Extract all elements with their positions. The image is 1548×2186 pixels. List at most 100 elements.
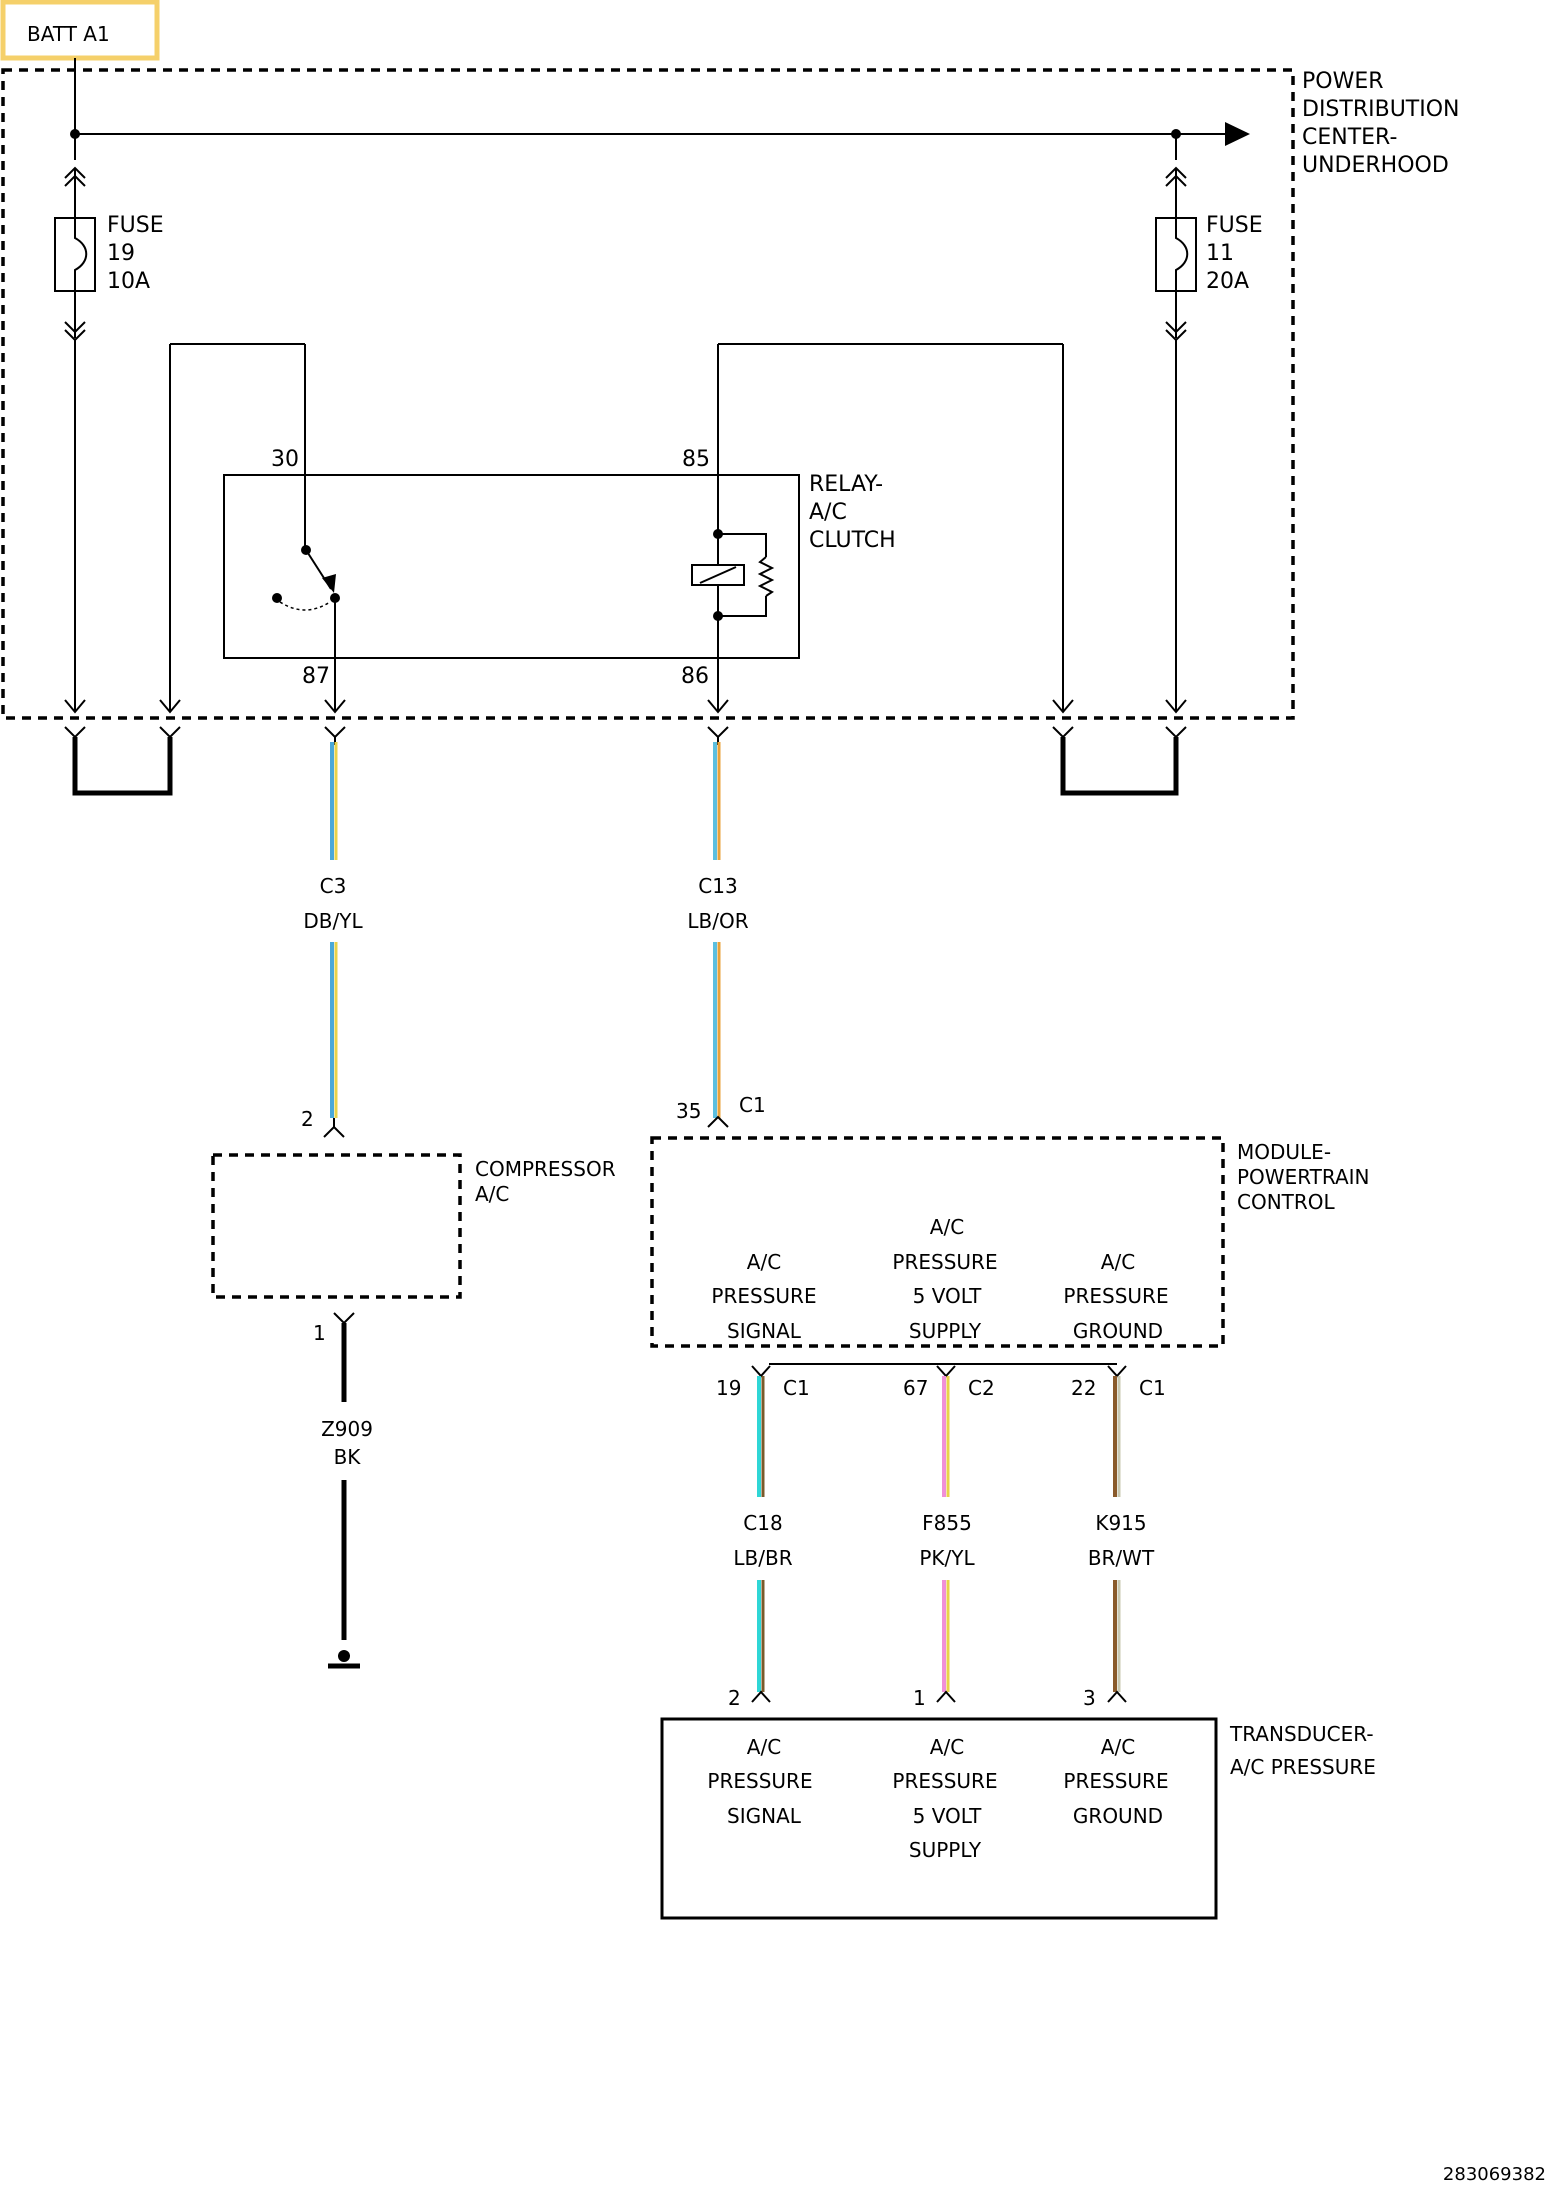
transducer-function-signal: A/C PRESSURE SIGNAL (707, 1735, 812, 1828)
svg-text:19: 19 (107, 241, 135, 266)
pcm-output-pin-22: 22 (1071, 1376, 1096, 1400)
svg-text:11: 11 (1206, 241, 1234, 266)
svg-text:A/C: A/C (1101, 1735, 1135, 1759)
pcm-output-pin-67: 67 (903, 1376, 928, 1400)
relay-pin-30: 30 (271, 447, 299, 472)
wire-c13-color: LB/OR (687, 909, 748, 933)
wire-c18-color: LB/BR (733, 1546, 792, 1570)
svg-text:PRESSURE: PRESSURE (711, 1284, 816, 1308)
right-jumper-wire (717, 343, 1074, 714)
svg-text:FUSE: FUSE (107, 213, 164, 238)
pcm-box (650, 1136, 1225, 1348)
pcm-input-connector-label: C1 (739, 1093, 766, 1117)
fuse-19 (54, 134, 96, 714)
svg-text:PRESSURE: PRESSURE (707, 1769, 812, 1793)
wire-c13 (713, 742, 721, 1118)
wire-c13-circuit: C13 (698, 874, 737, 898)
svg-text:POWERTRAIN: POWERTRAIN (1237, 1165, 1370, 1189)
left-splice (72, 737, 173, 796)
compressor-ground-wire (328, 1312, 360, 1669)
relay-box (223, 474, 800, 659)
pcm-output-pin-19: 19 (716, 1376, 741, 1400)
svg-text:10A: 10A (107, 269, 150, 294)
image-id: 283069382 (1443, 2164, 1546, 2185)
wire-k915 (1113, 1376, 1121, 1692)
batt-tag-box (0, 0, 160, 61)
svg-text:PRESSURE: PRESSURE (892, 1769, 997, 1793)
wire-k915-circuit: K915 (1095, 1511, 1146, 1535)
svg-text:20A: 20A (1206, 269, 1249, 294)
svg-text:FUSE: FUSE (1206, 213, 1263, 238)
pcm-function-ground: A/C PRESSURE GROUND (1063, 1250, 1168, 1343)
compressor-pin-2-connector (323, 1125, 345, 1138)
wire-f855-circuit: F855 (922, 1511, 972, 1535)
compressor-box (211, 1153, 462, 1299)
svg-text:GROUND: GROUND (1073, 1804, 1163, 1828)
pdc-boundary (1, 68, 1295, 720)
pcm-output-conn-22: C1 (1139, 1376, 1166, 1400)
svg-text:A/C: A/C (1101, 1250, 1135, 1274)
svg-text:RELAY-: RELAY- (809, 472, 883, 497)
pcm-input-pin: 35 (676, 1099, 701, 1123)
pcm-output-conn-67: C2 (968, 1376, 995, 1400)
pcm-output-conn-19: C1 (783, 1376, 810, 1400)
svg-text:SIGNAL: SIGNAL (727, 1319, 802, 1343)
transducer-function-supply: A/C PRESSURE 5 VOLT SUPPLY (892, 1735, 997, 1862)
transducer-function-ground: A/C PRESSURE GROUND (1063, 1735, 1168, 1828)
compressor-pin-1: 1 (313, 1321, 326, 1345)
pcm-label: MODULE- POWERTRAIN CONTROL (1237, 1140, 1370, 1214)
svg-text:UNDERHOOD: UNDERHOOD (1302, 153, 1449, 178)
wire-f855 (942, 1376, 950, 1692)
pdc-label: POWER DISTRIBUTION CENTER- UNDERHOOD (1302, 69, 1460, 178)
wire-c18-circuit: C18 (743, 1511, 782, 1535)
svg-text:A/C: A/C (930, 1735, 964, 1759)
batt-tag-label: BATT A1 (27, 22, 110, 46)
relay-switch (272, 545, 346, 714)
wire-c3-color: DB/YL (303, 909, 363, 933)
relay-pin-85: 85 (682, 447, 710, 472)
pcm-output-connectors (751, 1363, 1127, 1378)
transducer-connectors (751, 1690, 1127, 1703)
compressor-pin-2: 2 (301, 1107, 314, 1131)
svg-text:A/C: A/C (747, 1735, 781, 1759)
relay-coil (691, 529, 775, 714)
svg-text:CLUTCH: CLUTCH (809, 528, 896, 553)
svg-text:COMPRESSOR: COMPRESSOR (475, 1157, 616, 1181)
svg-text:PRESSURE: PRESSURE (892, 1250, 997, 1274)
svg-text:SUPPLY: SUPPLY (909, 1838, 982, 1862)
wire-k915-color: BR/WT (1088, 1546, 1155, 1570)
fuse-11-label: FUSE 11 20A (1206, 213, 1263, 294)
wire-c18 (757, 1376, 765, 1692)
transducer-pin-1: 1 (913, 1686, 926, 1710)
svg-text:TRANSDUCER-: TRANSDUCER- (1229, 1722, 1374, 1746)
transducer-pin-3: 3 (1083, 1686, 1096, 1710)
svg-text:GROUND: GROUND (1073, 1319, 1163, 1343)
ground-wire-circuit: Z909 (321, 1417, 373, 1441)
ground-wire-color: BK (334, 1445, 362, 1469)
svg-text:CENTER-: CENTER- (1302, 125, 1397, 150)
svg-text:A/C PRESSURE: A/C PRESSURE (1230, 1755, 1376, 1779)
svg-text:SUPPLY: SUPPLY (909, 1319, 982, 1343)
svg-text:5 VOLT: 5 VOLT (913, 1804, 983, 1828)
svg-text:POWER: POWER (1302, 69, 1384, 94)
fuse-19-label: FUSE 19 10A (107, 213, 164, 294)
pdc-bottom-connectors (64, 726, 1187, 745)
right-splice (1060, 737, 1179, 796)
svg-text:5 VOLT: 5 VOLT (913, 1284, 983, 1308)
pcm-function-supply: A/C PRESSURE 5 VOLT SUPPLY (892, 1215, 997, 1343)
transducer-box (660, 1717, 1218, 1920)
compressor-label: COMPRESSOR A/C (475, 1157, 616, 1206)
wire-c3-circuit: C3 (320, 874, 347, 898)
wire-f855-color: PK/YL (919, 1546, 975, 1570)
svg-text:SIGNAL: SIGNAL (727, 1804, 802, 1828)
svg-text:A/C: A/C (475, 1182, 509, 1206)
svg-text:DISTRIBUTION: DISTRIBUTION (1302, 97, 1460, 122)
wire-c3 (330, 742, 338, 1118)
relay-pin-86: 86 (681, 664, 709, 689)
transducer-label: TRANSDUCER- A/C PRESSURE (1229, 1722, 1376, 1779)
pcm-function-signal: A/C PRESSURE SIGNAL (711, 1250, 816, 1343)
left-jumper-wire (159, 343, 306, 714)
svg-text:MODULE-: MODULE- (1237, 1140, 1331, 1164)
svg-text:PRESSURE: PRESSURE (1063, 1769, 1168, 1793)
